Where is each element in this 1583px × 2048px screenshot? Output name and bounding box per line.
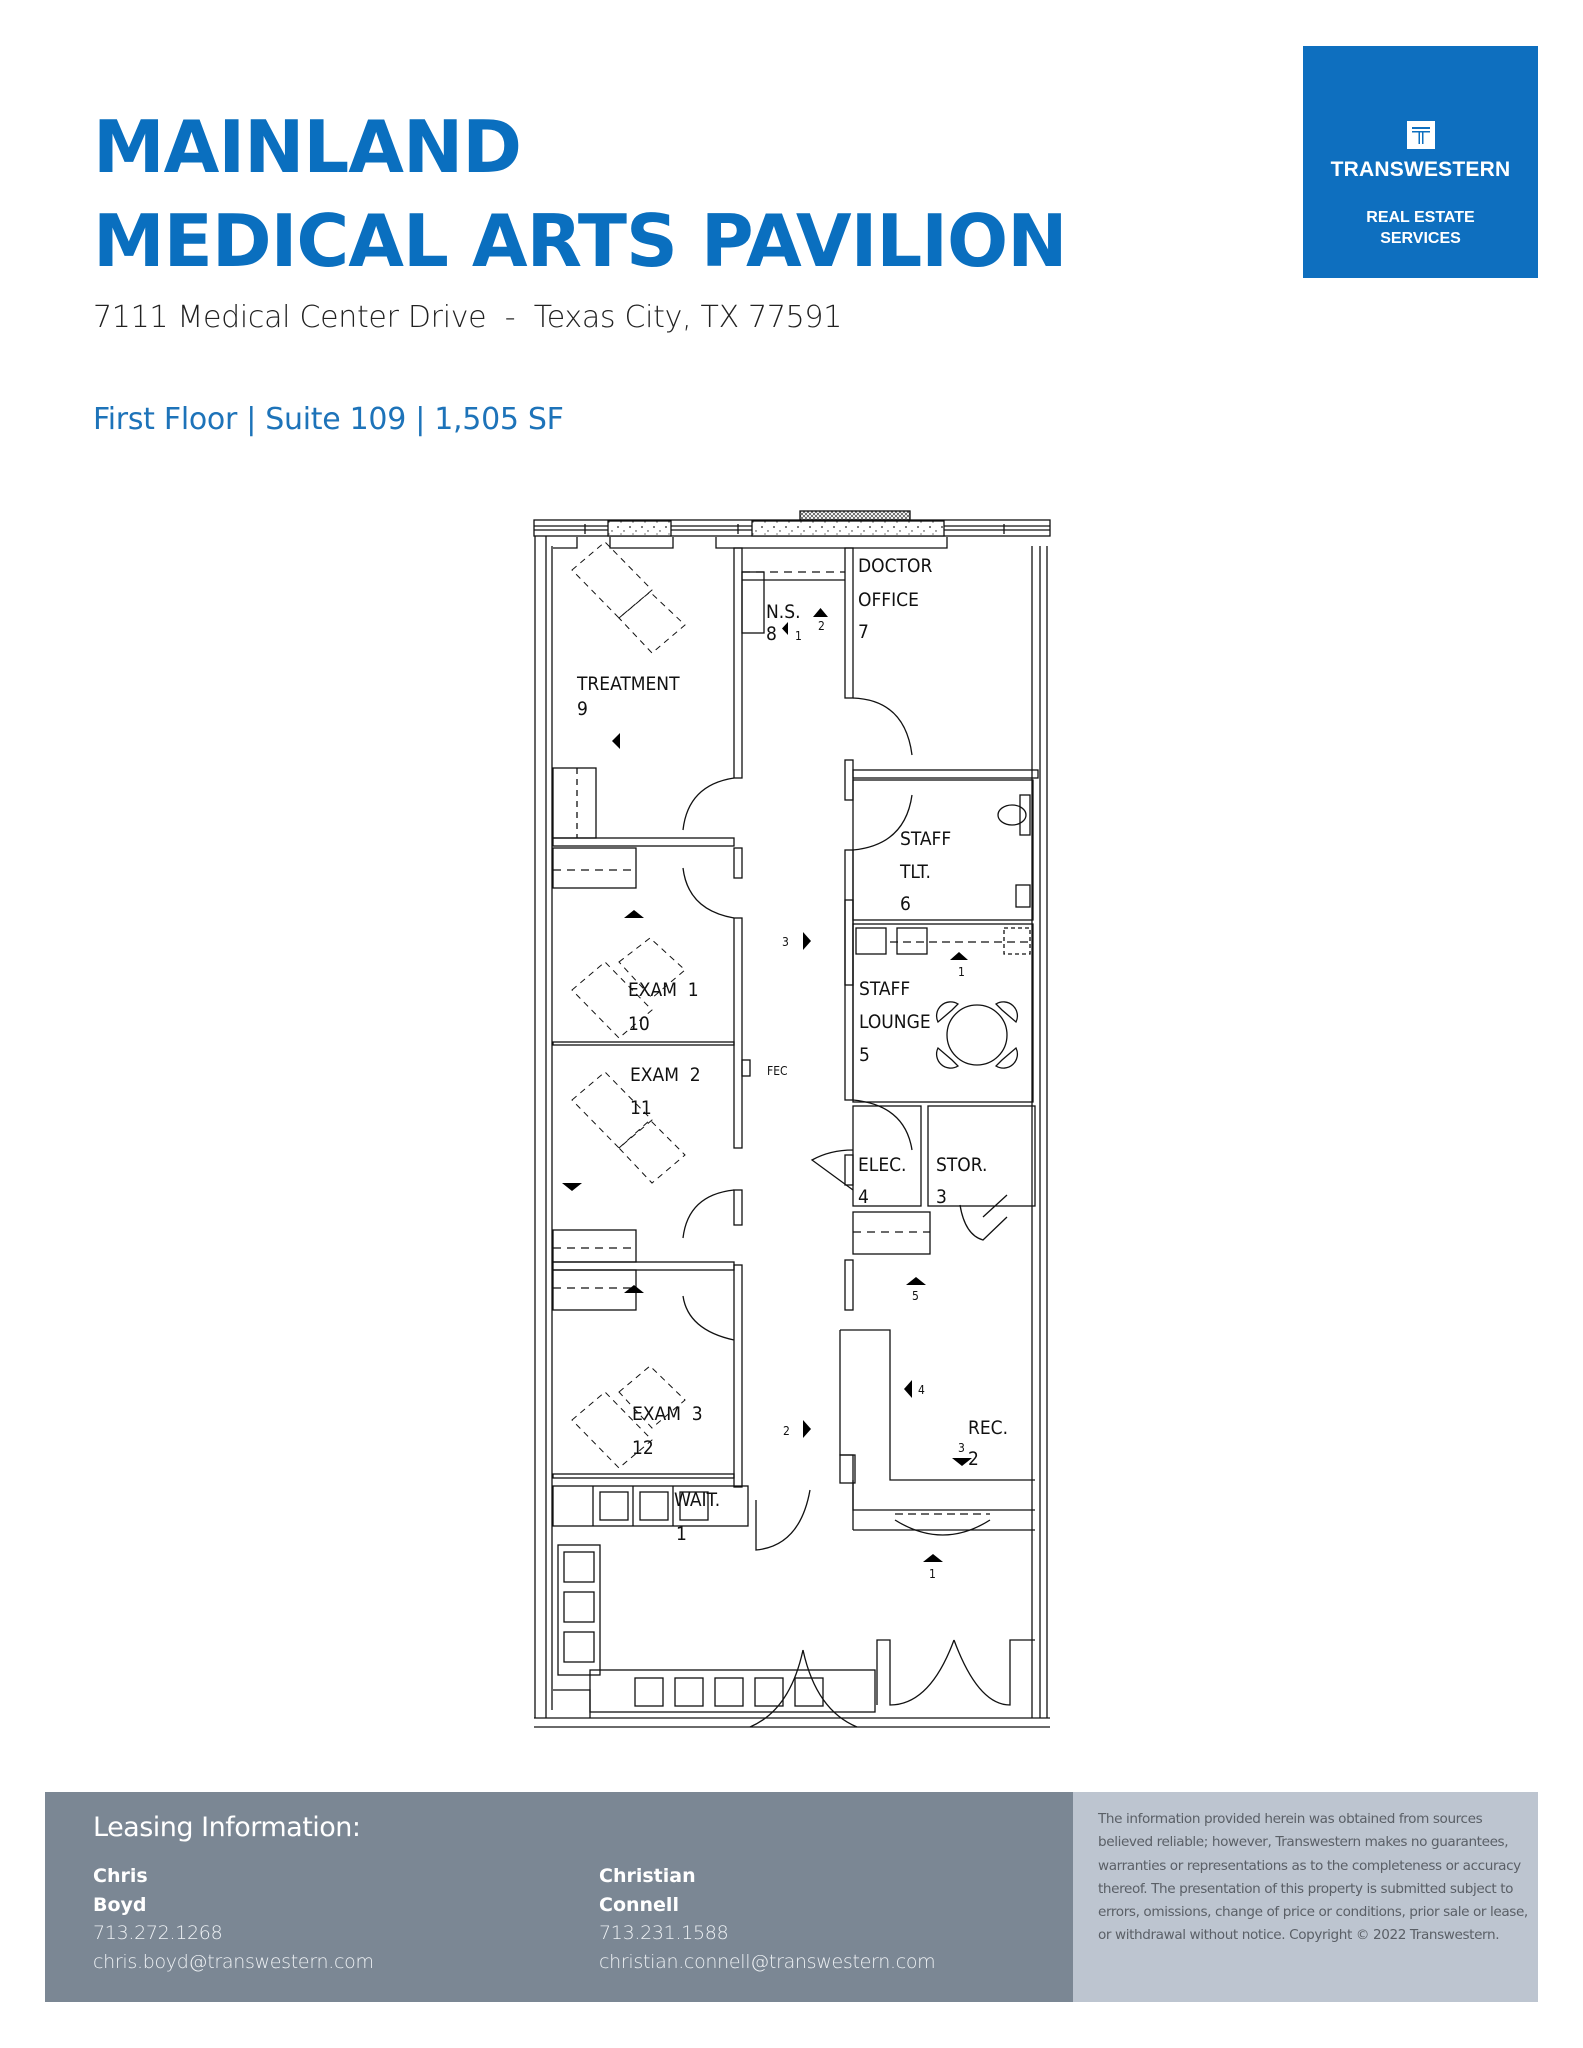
room-label-doctor-office-2: OFFICE — [858, 589, 919, 611]
property-address: 7111 Medical Center Drive - Texas City, … — [93, 300, 842, 335]
room-label-ns: N.S. — [766, 601, 801, 623]
room-number-wait: 1 — [676, 1523, 687, 1545]
room-number-elec: 4 — [858, 1186, 869, 1208]
room-label-elec: ELEC. — [858, 1154, 906, 1176]
contact-first-name: Christian — [599, 1865, 696, 1887]
room-label-staff-lounge-2: LOUNGE — [859, 1011, 931, 1033]
floor-plan: TREATMENT 9 N.S. 8 DOCTOR OFFICE 7 STAFF… — [533, 510, 1051, 1728]
room-label-stor: STOR. — [936, 1154, 987, 1176]
room-number-rec: 2 — [968, 1448, 979, 1470]
contact-card-christian-connell: Christian Connell 713.231.1588 christian… — [599, 1862, 936, 1976]
disclaimer-panel: The information provided herein was obta… — [1073, 1792, 1538, 2002]
contact-last-name: Connell — [599, 1893, 679, 1916]
marker-number: 1 — [929, 1567, 936, 1581]
room-number-exam-2: 11 — [630, 1097, 652, 1119]
logo-tagline-line-2: SERVICES — [1380, 230, 1461, 247]
title-line-1: MAINLAND — [93, 105, 522, 189]
room-label-exam-1: EXAM 1 — [628, 979, 699, 1001]
room-number-ns: 8 — [766, 623, 777, 645]
property-title: MAINLAND MEDICAL ARTS PAVILION — [93, 100, 1067, 288]
marker-number: 5 — [912, 1289, 919, 1303]
room-number-staff-tlt: 6 — [900, 893, 911, 915]
room-label-treatment: TREATMENT — [576, 673, 680, 695]
transwestern-logo: TRANSWESTERN REAL ESTATE SERVICES — [1303, 46, 1538, 278]
room-number-doctor-office: 7 — [858, 621, 869, 643]
title-line-2: MEDICAL ARTS PAVILION — [93, 199, 1067, 283]
contact-email[interactable]: christian.connell@transwestern.com — [599, 1950, 936, 1973]
contact-phone[interactable]: 713.231.1588 — [599, 1922, 729, 1944]
logo-tagline-line-1: REAL ESTATE — [1366, 209, 1475, 226]
leasing-heading: Leasing Information: — [93, 1812, 361, 1843]
contact-last-name: Boyd — [93, 1893, 147, 1916]
disclaimer-text: The information provided herein was obta… — [1098, 1811, 1528, 1944]
room-number-staff-lounge: 5 — [859, 1044, 870, 1066]
marker-number: 3 — [782, 935, 789, 949]
contact-phone[interactable]: 713.272.1268 — [93, 1922, 223, 1944]
marker-number: 4 — [918, 1383, 925, 1397]
room-label-doctor-office-1: DOCTOR — [858, 555, 932, 577]
marker-number: 2 — [818, 619, 825, 633]
room-label-staff-tlt-2: TLT. — [899, 861, 931, 883]
room-number-exam-1: 10 — [628, 1013, 650, 1035]
marker-number: 2 — [783, 1424, 790, 1438]
room-label-exam-2: EXAM 2 — [630, 1064, 701, 1086]
contact-first-name: Chris — [93, 1865, 148, 1887]
leasing-info-panel: Leasing Information: Chris Boyd 713.272.… — [45, 1792, 1073, 2002]
marker-number: 3 — [958, 1441, 965, 1455]
room-label-exam-3: EXAM 3 — [632, 1403, 703, 1425]
room-label-staff-lounge-1: STAFF — [859, 978, 910, 1000]
fec-label: FEC — [767, 1064, 788, 1078]
marker-number: 1 — [795, 629, 802, 643]
room-label-rec: REC. — [968, 1417, 1008, 1439]
room-label-wait: WAIT. — [674, 1489, 720, 1511]
logo-company-name: TRANSWESTERN — [1330, 158, 1511, 181]
contact-card-chris-boyd: Chris Boyd 713.272.1268 chris.boyd@trans… — [93, 1862, 374, 1976]
room-number-exam-3: 12 — [632, 1437, 654, 1459]
suite-info: First Floor | Suite 109 | 1,505 SF — [93, 402, 564, 437]
room-label-staff-tlt-1: STAFF — [900, 828, 951, 850]
marker-number: 1 — [958, 965, 965, 979]
room-number-treatment: 9 — [577, 698, 588, 720]
contact-email[interactable]: chris.boyd@transwestern.com — [93, 1950, 374, 1973]
logo-tagline: REAL ESTATE SERVICES — [1303, 207, 1538, 249]
t-monogram-icon — [1407, 121, 1435, 149]
room-number-stor: 3 — [936, 1186, 947, 1208]
